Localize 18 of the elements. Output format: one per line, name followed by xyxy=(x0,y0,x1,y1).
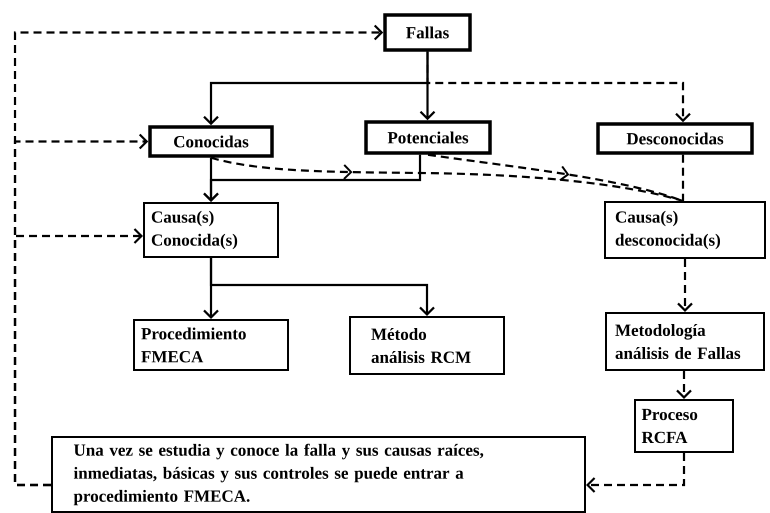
category-box: Potenciales xyxy=(364,120,492,155)
process-box: Causa(s) Conocida(s) xyxy=(143,202,279,258)
process-box: Metodología análisis de Fallas xyxy=(605,312,765,371)
arrow xyxy=(586,453,686,493)
category-box: Conocidas xyxy=(148,125,274,158)
process-box: Proceso RCFA xyxy=(634,399,734,453)
category-box: Fallas xyxy=(383,13,472,52)
arrow xyxy=(426,52,691,122)
process-box: Procedimiento FMECA xyxy=(133,319,289,371)
arrow xyxy=(676,371,692,399)
arrow xyxy=(210,258,435,316)
process-box: Causa(s) desconocida(s) xyxy=(604,201,766,259)
arrow xyxy=(677,259,693,312)
arrow xyxy=(14,228,144,486)
category-box: Desconocidas xyxy=(596,122,754,155)
note-box: Una vez se estudia y conoce la falla y sus causas raíces, inmediatas, básicas y sus controles se puede entrar a procedimiento FMECA. xyxy=(51,436,586,513)
arrow xyxy=(203,154,422,202)
process-box: Método análisis RCM xyxy=(349,316,505,375)
